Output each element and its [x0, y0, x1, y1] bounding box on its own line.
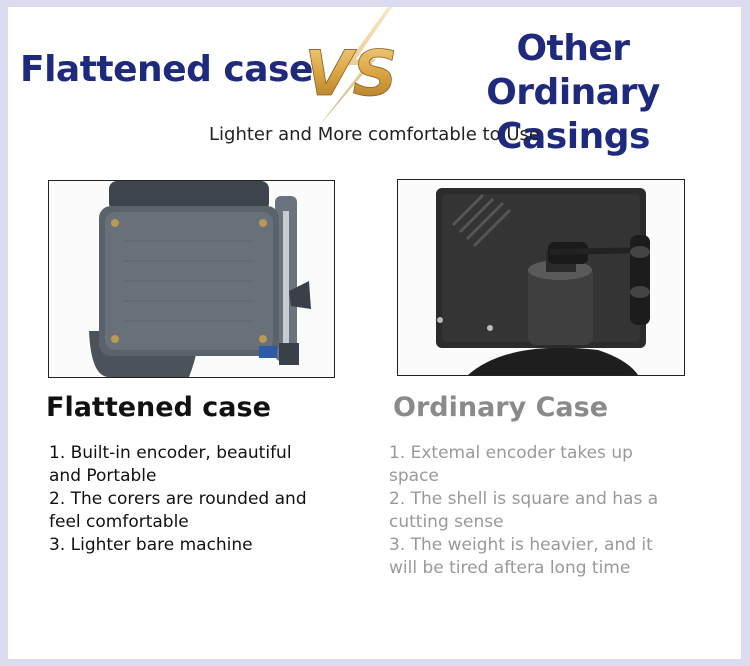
ordinary-case-features: 1. Extemal encoder takes up space 2. The… [389, 442, 689, 580]
feature-line: feel comfortable [49, 512, 189, 532]
flattened-case-heading: Flattened case [46, 392, 271, 423]
ordinary-case-photo [397, 179, 685, 376]
ordinary-case-heading: Ordinary Case [393, 392, 609, 423]
feature-line: space [389, 466, 439, 486]
feature-line: and Portable [49, 466, 157, 486]
headline-other-line1: Other [516, 28, 630, 69]
vs-badge: VS [296, 7, 406, 127]
vs-text: VS [305, 37, 398, 110]
feature-line: 2. The shell is square and has a [389, 489, 659, 509]
feature-line: cutting sense [389, 512, 504, 532]
vs-lightning-icon: VS [304, 7, 398, 127]
feature-line: 2. The corers are rounded and [49, 489, 307, 509]
feature-line: 3. Lighter bare machine [49, 535, 253, 555]
comparison-card: Flattened case VS Other Ordinary Casings… [8, 7, 741, 659]
feature-line: 3. The weight is heavier, and it [389, 535, 653, 555]
flattened-case-features: 1. Built-in encoder, beautiful and Porta… [49, 442, 339, 557]
feature-line: 1. Extemal encoder takes up [389, 443, 633, 463]
ordinary-case-image [398, 180, 684, 375]
headline-flattened-case: Flattened case [20, 49, 313, 90]
flattened-case-photo [48, 180, 335, 378]
flattened-case-image [49, 181, 334, 377]
subtitle: Lighter and More comfortable to Use [209, 124, 540, 145]
feature-line: will be tired aftera long time [389, 558, 631, 578]
headline-other-casings: Other Ordinary Casings [408, 27, 738, 159]
feature-line: 1. Built-in encoder, beautiful [49, 443, 292, 463]
headline-other-line2: Ordinary Casings [486, 72, 660, 157]
